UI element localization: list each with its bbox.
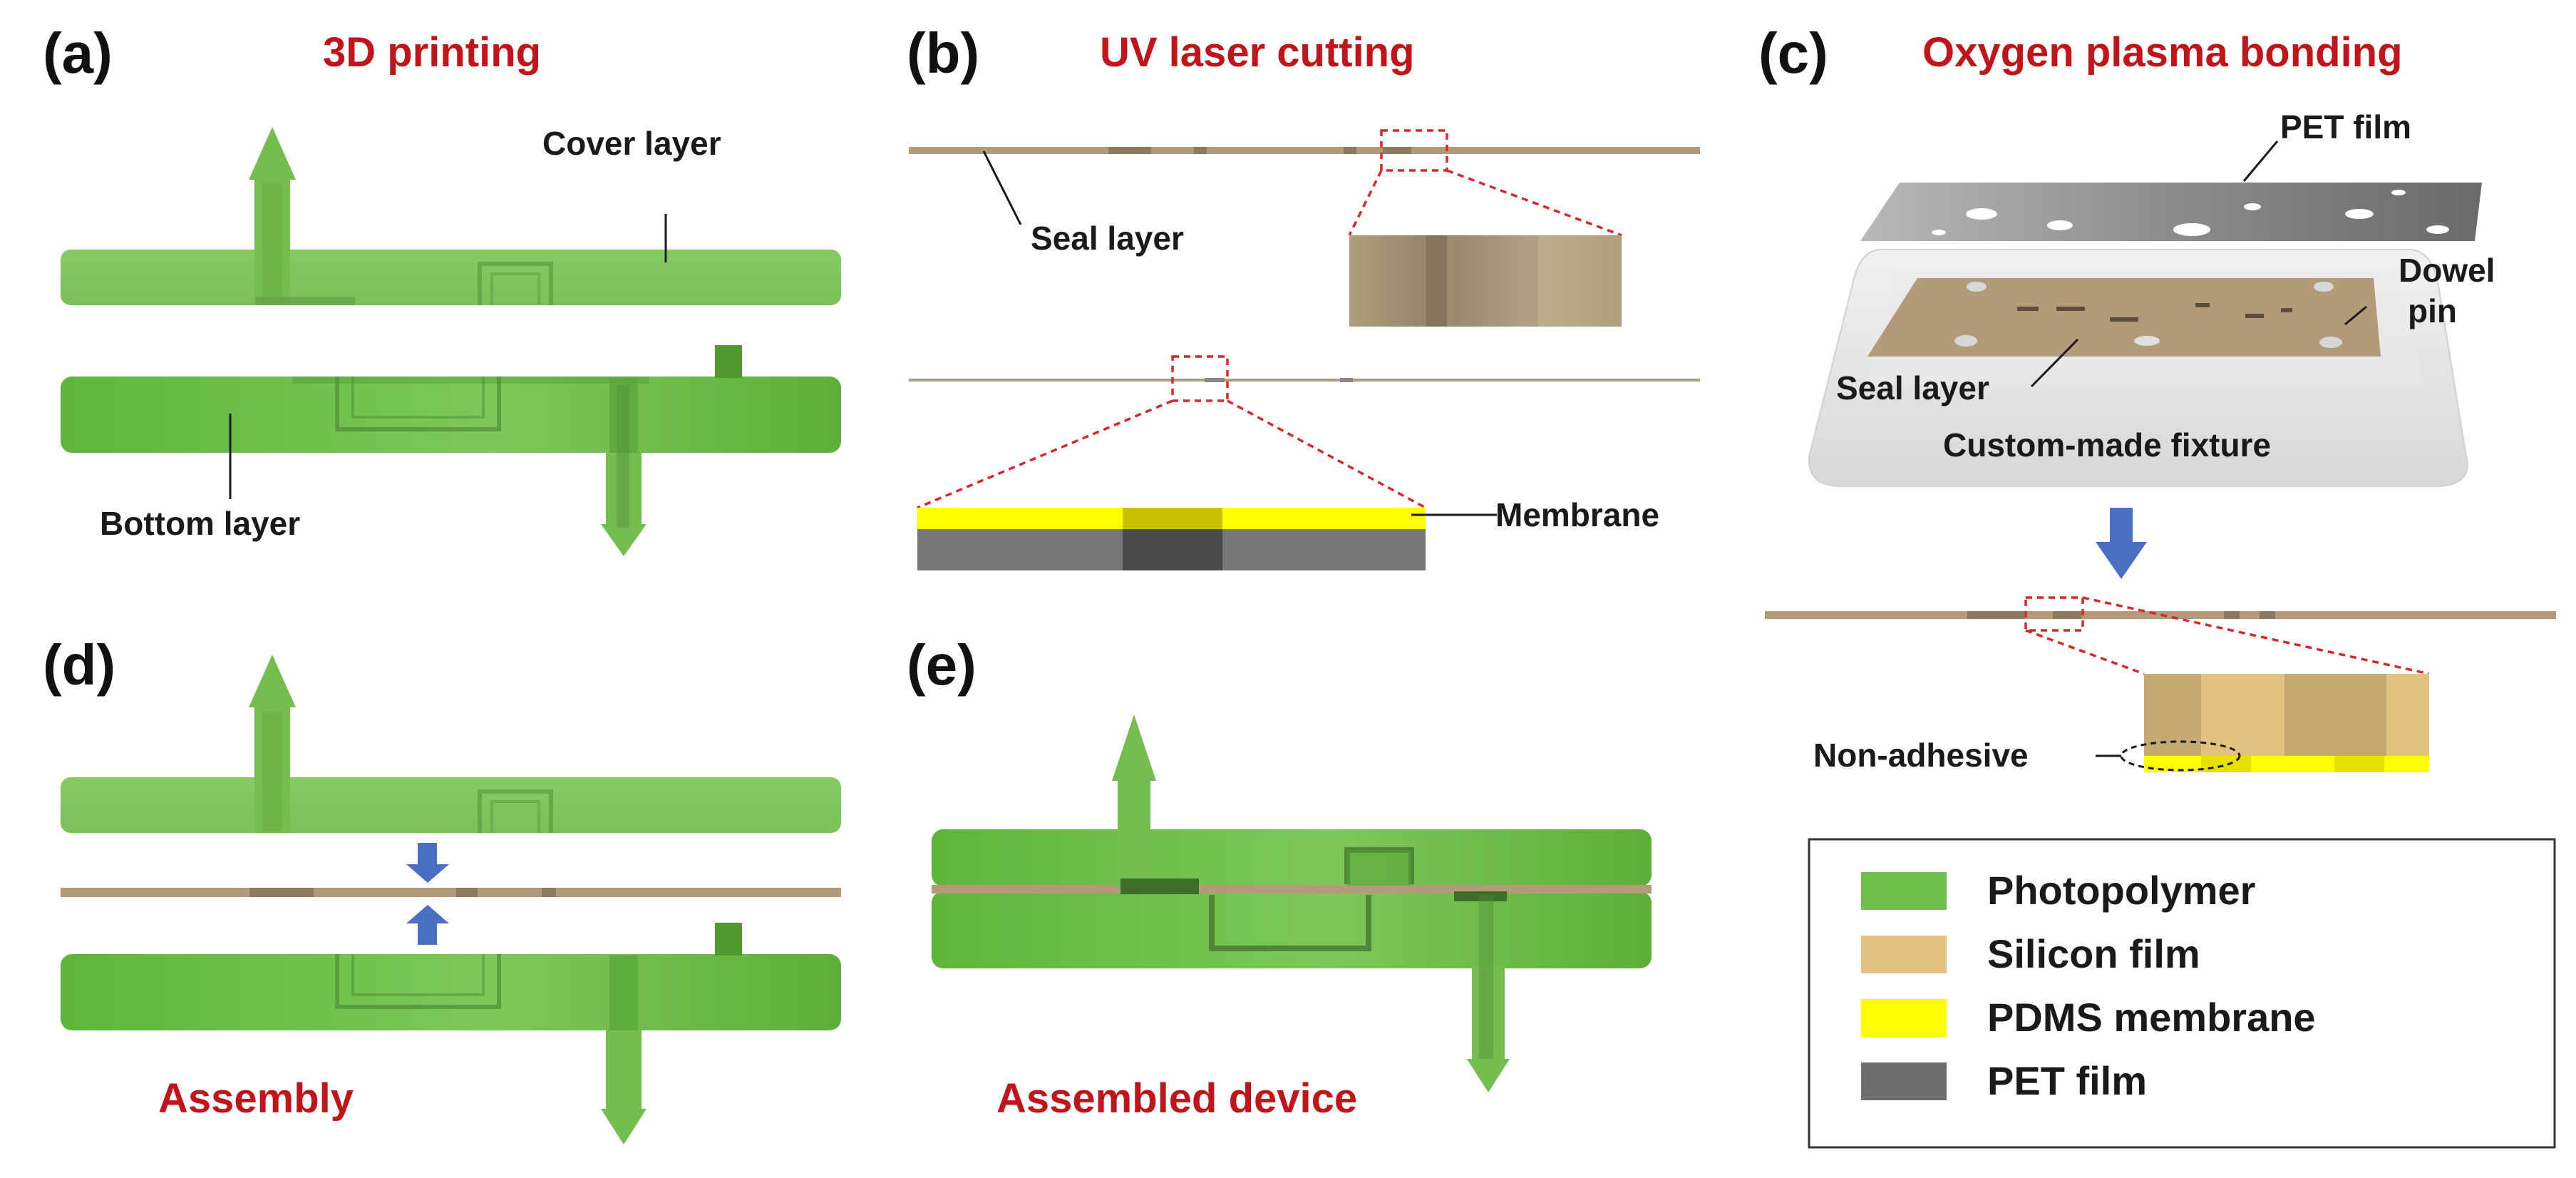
c-dowel-label-2: pin [2408,292,2457,329]
panel-a-title: 3D printing [323,29,541,76]
c-seal-leader [2030,338,2079,388]
c-nonadhesive-ellipse [2120,740,2241,772]
c-seal-on-fixture [1867,278,2381,357]
c-nonadhesive-label: Non-adhesive [1813,737,2029,774]
c-pet-leader [2242,140,2279,182]
panel-c-label: (c) [1758,21,1828,85]
b-seal-label: Seal layer [1031,220,1184,257]
b-membrane-layer [909,378,1700,382]
d-bottom-layer [61,923,841,1144]
panel-c-title: Oxygen plasma bonding [1922,29,2403,76]
legend-swatch [1861,999,1947,1037]
a-cover-label: Cover layer [542,125,721,162]
legend-label: Photopolymer [1987,868,2255,913]
panel-b-title: UV laser cutting [1100,29,1415,76]
panel-a-label: (a) [43,21,113,85]
d-cover-layer [61,655,841,833]
c-bonded-zoom [2144,674,2429,772]
d-up-arrow-icon [406,905,449,945]
b-membrane-zoom [917,508,1426,570]
b-zoom-box-2 [1171,355,1229,402]
panel-b-label: (b) [907,21,979,85]
c-down-arrow-icon [2096,508,2147,579]
c-fixture-label: Custom-made fixture [1943,426,2271,463]
d-down-arrow-icon [406,843,449,883]
panel-e: (e) Assembled device [907,633,1652,1122]
legend-label: PET film [1987,1058,2147,1103]
panel-d-title: Assembly [158,1075,354,1122]
b-seal-layer [909,147,1700,154]
d-seal-layer [61,888,841,897]
a-bottom-layer [61,345,841,556]
a-cover-layer [61,127,841,305]
legend-label: PDMS membrane [1987,995,2316,1040]
panel-b: (b) UV laser cutting Seal layer [907,21,1700,570]
b-membrane-label: Membrane [1495,496,1659,533]
c-bonded-layer [1765,611,2556,619]
legend-swatch [1861,1062,1947,1100]
c-zoom-box [2024,596,2084,632]
panel-e-title: Assembled device [996,1075,1357,1122]
c-pet-film [1860,183,2482,241]
e-assembled-device [932,715,1652,1092]
b-seal-leader [982,150,1022,225]
panel-a: (a) 3D printing Cover layer Bottom [43,21,841,556]
c-pet-label: PET film [2280,108,2411,145]
c-dowel-label-1: Dowel [2399,252,2495,289]
panel-d-label: (d) [43,633,115,697]
a-bottom-label: Bottom layer [100,505,300,542]
c-dowel-leader [2344,305,2367,326]
b-zoom-box-1 [1380,129,1448,172]
panel-c: (c) Oxygen plasma bonding PET film [1758,21,2556,774]
legend-swatch [1861,872,1947,910]
legend-swatch [1861,936,1947,973]
legend-label: Silicon film [1987,931,2200,976]
c-seal-label: Seal layer [1836,369,1989,406]
panel-d: (d) Assembly [43,633,841,1144]
panel-e-label: (e) [907,633,977,697]
